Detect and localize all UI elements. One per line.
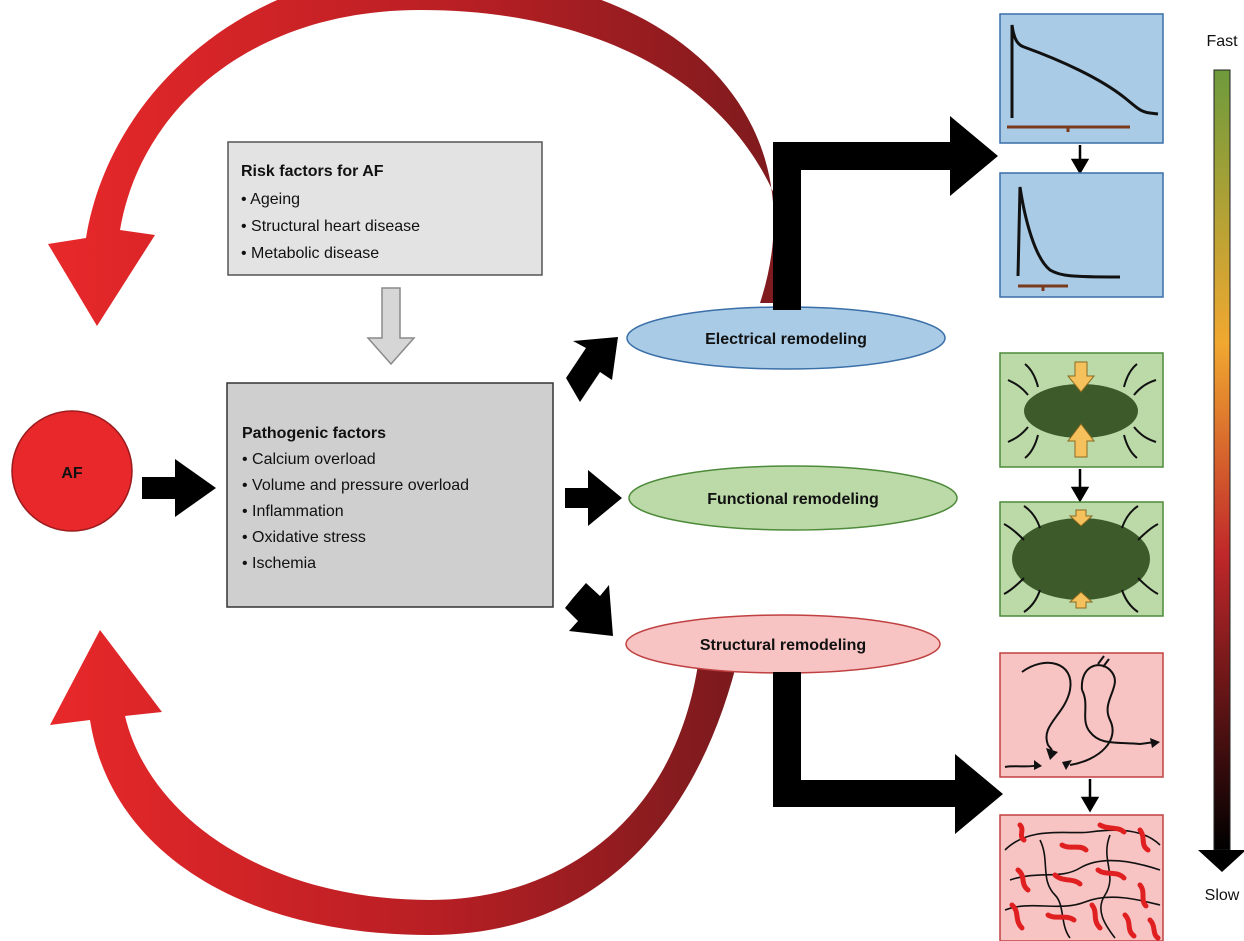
short-action-potential-trace	[1016, 186, 1121, 279]
reentry-arrowheads	[1034, 738, 1160, 770]
af-circle	[11, 410, 133, 532]
short-apd-bar	[1018, 284, 1068, 291]
myocyte-dilated-fibers	[1003, 505, 1159, 613]
electrical-panel-long-ap	[999, 13, 1164, 144]
bottom-feedback-loop-arrow	[50, 630, 740, 935]
contraction-arrow-down	[1066, 361, 1096, 393]
timescale-bar	[1213, 69, 1231, 851]
timescale-arrowhead	[1198, 850, 1244, 872]
risk-factor-item: • Structural heart disease	[241, 218, 420, 235]
contraction-arrow-up	[1066, 423, 1096, 458]
af-to-pathogenic-arrow	[142, 459, 216, 517]
pathogenic-factor-item: • Volume and pressure overload	[242, 477, 469, 494]
myocyte-normal-fibers	[1007, 363, 1157, 459]
af-label: AF	[61, 465, 83, 482]
myocyte-dilated	[1012, 518, 1150, 600]
risk-to-pathogenic-arrow	[366, 287, 416, 366]
risk-factor-item: • Metabolic disease	[241, 245, 379, 262]
pathogenic-to-structural-arrow	[565, 583, 613, 636]
pathogenic-factor-item: • Calcium overload	[242, 451, 376, 468]
structural-panel-reentry	[999, 652, 1164, 778]
functional-panel-transition-arrow	[1070, 469, 1090, 503]
contraction-arrow-down-weak	[1068, 509, 1094, 527]
reentry-pathways	[1004, 655, 1156, 768]
long-apd-bar	[1007, 125, 1130, 132]
structural-to-panels-arrow	[773, 672, 1003, 834]
contraction-arrow-up-weak	[1068, 591, 1094, 609]
electrical-to-panels-arrow	[773, 116, 998, 310]
electrical-panel-transition-arrow	[1070, 145, 1090, 175]
pathogenic-to-functional-arrow	[565, 470, 622, 526]
pathogenic-factor-item: • Inflammation	[242, 503, 344, 520]
timescale-fast-label: Fast	[1206, 33, 1238, 50]
risk-factor-item: • Ageing	[241, 191, 300, 208]
long-action-potential-trace	[1010, 24, 1159, 118]
risk-factors-title: Risk factors for AF	[241, 163, 384, 180]
functional-remodeling-label: Functional remodeling	[707, 491, 879, 508]
functional-remodeling-ellipse	[628, 465, 958, 531]
myocyte-normal	[1024, 384, 1138, 438]
structural-remodeling-label: Structural remodeling	[700, 637, 866, 654]
electrical-panel-short-ap	[999, 172, 1164, 298]
pathogenic-factors-title: Pathogenic factors	[242, 425, 386, 442]
risk-factors-box	[227, 141, 543, 276]
structural-panel-transition-arrow	[1080, 779, 1100, 813]
fibrosis-scars	[1009, 822, 1161, 941]
timescale-slow-label: Slow	[1205, 887, 1240, 904]
electrical-remodeling-label: Electrical remodeling	[705, 331, 867, 348]
pathogenic-factor-item: • Oxidative stress	[242, 529, 366, 546]
pathogenic-factors-box	[226, 382, 554, 608]
pathogenic-to-electrical-arrow	[566, 337, 618, 402]
pathogenic-factor-item: • Ischemia	[242, 555, 316, 572]
